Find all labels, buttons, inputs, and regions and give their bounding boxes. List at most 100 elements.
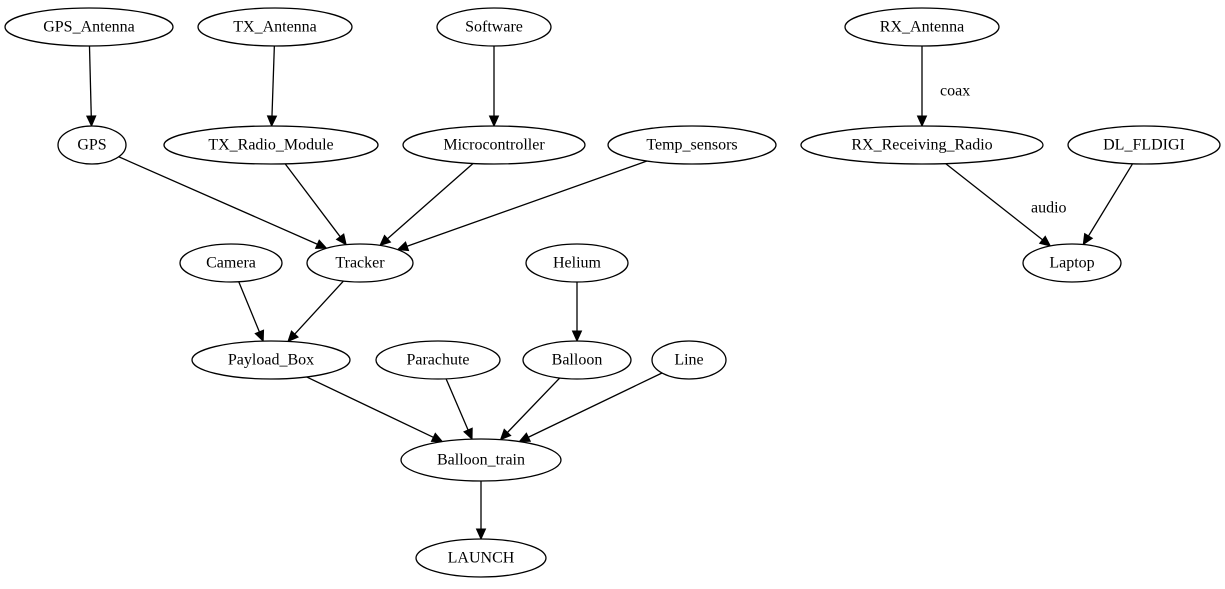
arrowhead bbox=[475, 528, 487, 541]
node-label: DL_FLDIGI bbox=[1103, 137, 1185, 154]
node-helium: Helium bbox=[525, 243, 629, 283]
arrowhead bbox=[499, 428, 512, 441]
edge-camera-to-payload-box bbox=[238, 281, 265, 343]
edge-line bbox=[306, 376, 434, 438]
node-ellipse bbox=[844, 7, 1000, 47]
node-ellipse bbox=[375, 340, 501, 380]
node-label: Software bbox=[465, 19, 523, 36]
node-line: Line bbox=[651, 340, 727, 380]
node-camera: Camera bbox=[179, 243, 283, 283]
node-label: RX_Receiving_Radio bbox=[851, 137, 992, 154]
node-label: LAUNCH bbox=[448, 550, 515, 567]
node-ellipse bbox=[402, 125, 586, 165]
node-ellipse bbox=[607, 125, 777, 165]
node-laptop: Laptop bbox=[1022, 243, 1122, 283]
edge-tracker-to-payload-box bbox=[287, 280, 344, 343]
nodes-layer: GPS_Antenna TX_Antenna Software RX_AntennaG… bbox=[4, 7, 1221, 578]
arrowhead bbox=[571, 330, 583, 343]
arrowhead bbox=[266, 115, 278, 128]
edge-microcontroller-to-tracker bbox=[379, 162, 474, 247]
node-dl-fldigi: DL_FLDIGI bbox=[1067, 125, 1221, 165]
edge-line bbox=[945, 163, 1043, 241]
edge-line bbox=[88, 45, 92, 117]
node-ellipse bbox=[1067, 125, 1221, 165]
node-rx-antenna: RX_Antenna bbox=[844, 7, 1000, 47]
node-tracker: Tracker bbox=[306, 243, 414, 283]
node-ellipse bbox=[57, 125, 127, 165]
node-ellipse bbox=[197, 7, 353, 47]
node-software: Software bbox=[436, 7, 552, 47]
node-ellipse bbox=[179, 243, 283, 283]
node-label: Balloon_train bbox=[437, 452, 525, 469]
edges-layer: coax audio bbox=[85, 45, 1134, 541]
node-rx-receiving-radio: RX_Receiving_Radio bbox=[800, 125, 1044, 165]
node-label: Microcontroller bbox=[443, 137, 545, 154]
node-microcontroller: Microcontroller bbox=[402, 125, 586, 165]
node-ellipse bbox=[800, 125, 1044, 165]
node-temp-sensors: Temp_sensors bbox=[607, 125, 777, 165]
node-label: Helium bbox=[553, 255, 602, 272]
arrowhead bbox=[396, 241, 410, 252]
edge-balloon-to-balloon-train bbox=[499, 377, 561, 441]
arrowhead bbox=[1038, 235, 1052, 247]
arrowhead bbox=[463, 427, 473, 441]
edge-line bbox=[284, 163, 341, 238]
edge-parachute-to-balloon-train bbox=[445, 378, 473, 441]
node-label: Line bbox=[674, 352, 703, 369]
node-tx-antenna: TX_Antenna bbox=[197, 7, 353, 47]
node-label: Camera bbox=[206, 255, 256, 272]
edge-line bbox=[406, 160, 648, 247]
edge-rx-receiving-radio-to-laptop: audio bbox=[945, 163, 1067, 247]
edge-label-audio: audio bbox=[1031, 200, 1067, 217]
edge-software-to-microcontroller bbox=[488, 46, 500, 128]
arrowhead bbox=[430, 432, 444, 443]
edge-line bbox=[118, 156, 318, 245]
node-label: Laptop bbox=[1049, 255, 1094, 272]
node-label: GPS_Antenna bbox=[43, 19, 135, 36]
edge-balloon-train-to-launch bbox=[475, 481, 487, 541]
edge-label-coax: coax bbox=[940, 83, 970, 100]
node-ellipse bbox=[522, 340, 632, 380]
edge-line bbox=[1087, 163, 1134, 237]
node-parachute: Parachute bbox=[375, 340, 501, 380]
edge-rx-antenna-to-rx-receiving-radio: coax bbox=[916, 46, 970, 128]
edge-temp-sensors-to-tracker bbox=[396, 160, 648, 252]
node-gps: GPS bbox=[57, 125, 127, 165]
arrowhead bbox=[287, 330, 300, 343]
edge-line bbox=[238, 281, 260, 333]
node-balloon-train: Balloon_train bbox=[400, 438, 562, 482]
edge-line bbox=[528, 372, 663, 438]
arrowhead bbox=[254, 329, 265, 343]
node-launch: LAUNCH bbox=[415, 538, 547, 578]
node-tx-radio-module: TX_Radio_Module bbox=[163, 125, 379, 165]
node-ellipse bbox=[191, 340, 351, 380]
edge-helium-to-balloon bbox=[571, 282, 583, 343]
node-ellipse bbox=[163, 125, 379, 165]
edge-gps-to-tracker bbox=[118, 156, 328, 249]
node-label: GPS bbox=[77, 137, 106, 154]
node-ellipse bbox=[1022, 243, 1122, 283]
arrowhead bbox=[379, 234, 392, 247]
arrowhead bbox=[518, 432, 532, 443]
edge-line bbox=[387, 162, 474, 240]
node-ellipse bbox=[525, 243, 629, 283]
node-label: Tracker bbox=[335, 255, 385, 272]
node-label: RX_Antenna bbox=[880, 19, 964, 36]
edge-line bbox=[271, 45, 276, 117]
node-balloon: Balloon bbox=[522, 340, 632, 380]
node-ellipse bbox=[4, 7, 174, 47]
node-gps-antenna: GPS_Antenna bbox=[4, 7, 174, 47]
arrowhead bbox=[335, 233, 347, 246]
node-ellipse bbox=[651, 340, 727, 380]
edge-payload-box-to-balloon-train bbox=[306, 376, 444, 443]
edge-gps-antenna-to-gps bbox=[85, 45, 97, 128]
node-payload-box: Payload_Box bbox=[191, 340, 351, 380]
node-label: Payload_Box bbox=[228, 352, 314, 369]
edge-line bbox=[445, 378, 469, 431]
edge-tx-radio-module-to-tracker bbox=[284, 163, 347, 246]
edge-line-to-balloon-train bbox=[518, 372, 663, 443]
node-label: Parachute bbox=[406, 352, 469, 369]
node-ellipse bbox=[400, 438, 562, 482]
arrowhead bbox=[314, 239, 328, 249]
